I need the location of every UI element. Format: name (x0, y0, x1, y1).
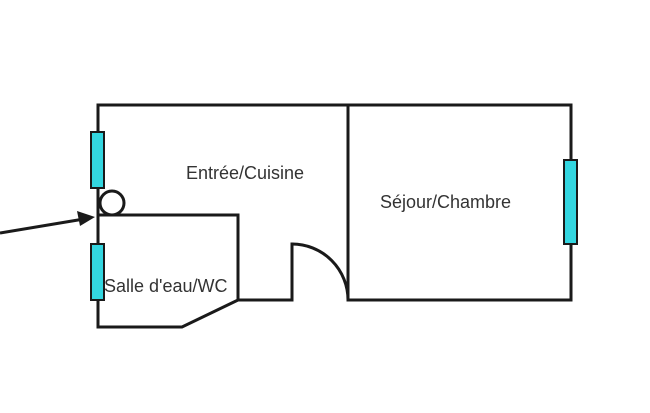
entrance (0, 189, 126, 235)
window-left-bottom (90, 243, 105, 301)
interior-walls (96, 103, 350, 329)
door (290, 242, 350, 302)
room-label-sejour-chambre: Séjour/Chambre (380, 192, 511, 212)
entrance-arrow-shaft (0, 217, 85, 235)
window-right (563, 159, 578, 245)
bathroom-bottom-wall (96, 297, 241, 329)
window-left-top (90, 131, 105, 189)
entrance-circle (98, 189, 126, 217)
room-label-salle-eau-wc: Salle d'eau/WC (104, 276, 228, 296)
door-swing-arc (290, 242, 350, 302)
room-label-entree-cuisine: Entrée/Cuisine (186, 163, 304, 183)
entrance-arrow-head (77, 211, 95, 226)
windows (90, 131, 578, 301)
